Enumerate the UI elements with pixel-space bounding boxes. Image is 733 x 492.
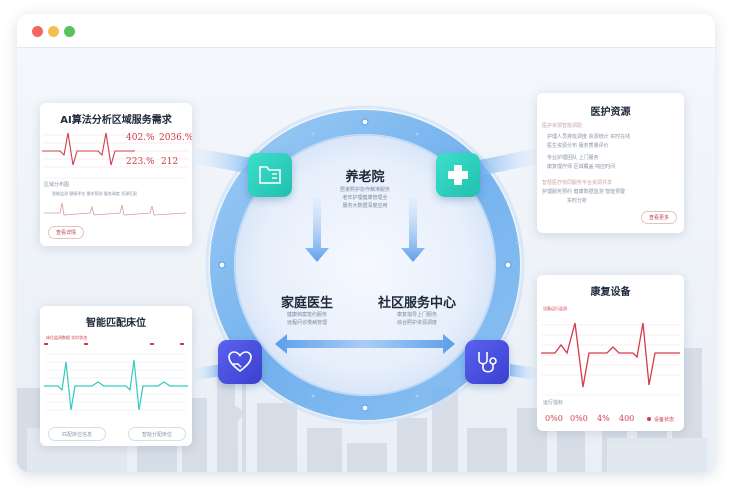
ecg-chart	[541, 322, 680, 421]
stat-value: 0%0	[545, 414, 563, 423]
stat-value: 0%0	[570, 414, 588, 423]
bed-monitor-label: 床位监测数据 实时状态	[46, 335, 88, 340]
medical-cross-icon[interactable]	[436, 153, 480, 197]
section-label: 区域分布图	[44, 182, 70, 188]
ecg-chart	[44, 343, 188, 411]
view-more-button[interactable]: 查看更多	[641, 211, 677, 224]
stethoscope-icon[interactable]	[465, 340, 509, 384]
card-title: 康复设备	[590, 287, 631, 298]
heart-hand-icon[interactable]	[218, 340, 262, 384]
minimize-dot[interactable]	[48, 26, 59, 37]
node-sub-family-doctor: 健康档案签约服务 远程问诊慢病管理	[286, 312, 327, 326]
assign-bed-button[interactable]: 智能分配床位	[128, 427, 186, 441]
metric-value: 212	[161, 157, 179, 167]
card-medical-resources: 医护资源 医护资源智能调配 护理人员排班调度 资源统计 实时在线 医生资源分布 …	[537, 93, 684, 233]
diagram-canvas: 养老院 居家照护协作精准服务 老年护理健康管理全 服务大数据深度应用 家庭医生 …	[17, 48, 715, 472]
zoom-dot[interactable]	[64, 26, 75, 37]
stat-value: 4%	[597, 414, 610, 423]
node-label-nursing-home: 养老院	[345, 170, 385, 185]
card-smart-bed: 智能匹配床位 床位监测数据 实时状态 匹配床位信息 智能分配床位	[40, 306, 192, 446]
resource-bullet: 康复理疗师 区域覆盖 响应时间	[547, 164, 616, 170]
card-title: 医护资源	[590, 107, 631, 118]
resource-heading: 医护资源智能调配	[542, 123, 583, 129]
match-bed-info-button[interactable]: 匹配床位信息	[48, 427, 106, 441]
card-title: AI算法分析区域服务需求	[60, 115, 172, 126]
metric-value: 2036.%	[159, 133, 192, 143]
row-text: 智能监测 健康评估 需求预测 服务调度 资源匹配	[52, 191, 138, 196]
view-details-button[interactable]: 查看详情	[48, 226, 84, 239]
node-label-family-doctor: 家庭医生	[280, 296, 333, 311]
stat-value: 400	[619, 414, 635, 423]
node-label-community-center: 社区服务中心	[377, 296, 456, 311]
resource-bullet: 实时分析	[567, 198, 588, 204]
card-title: 智能匹配床位	[86, 318, 146, 329]
folder-icon[interactable]	[248, 153, 292, 197]
service-ring-diagram	[195, 105, 537, 425]
resource-bullet: 护理服务预约 健康数据监测 智能预警	[542, 189, 626, 195]
resource-bullet: 专业护理团队 上门服务	[547, 155, 599, 161]
stat-label: 运行指标	[543, 400, 564, 406]
node-sub-community-center: 康复指导上门服务 综合照护资源调度	[396, 312, 437, 326]
device-status-legend: 设备状态	[654, 417, 675, 423]
resource-heading-2: 智慧医疗协同服务平台资源共享	[542, 180, 613, 186]
ecg-chart	[42, 132, 190, 216]
title-bar	[17, 14, 715, 48]
resource-bullet: 护理人员排班调度 资源统计 实时在线	[547, 134, 631, 140]
metric-value: 223.%	[126, 157, 155, 167]
app-window: 养老院 居家照护协作精准服务 老年护理健康管理全 服务大数据深度应用 家庭医生 …	[17, 14, 715, 472]
device-monitor-label: 设备运行监测	[543, 306, 567, 311]
card-ai-analysis: AI算法分析区域服务需求 402.% 2036.% 223.% 212 区域分布…	[40, 103, 192, 246]
close-dot[interactable]	[32, 26, 43, 37]
card-rehab-equipment: 康复设备 设备运行监测 运行指标 0%0 0%0 4% 400 设备状态	[537, 275, 684, 431]
resource-bullet: 医生资源分布 服务质量评价	[547, 143, 609, 149]
metric-value: 402.%	[126, 133, 155, 143]
node-sub-nursing-home: 居家照护协作精准服务 老年护理健康管理全 服务大数据深度应用	[339, 187, 390, 209]
